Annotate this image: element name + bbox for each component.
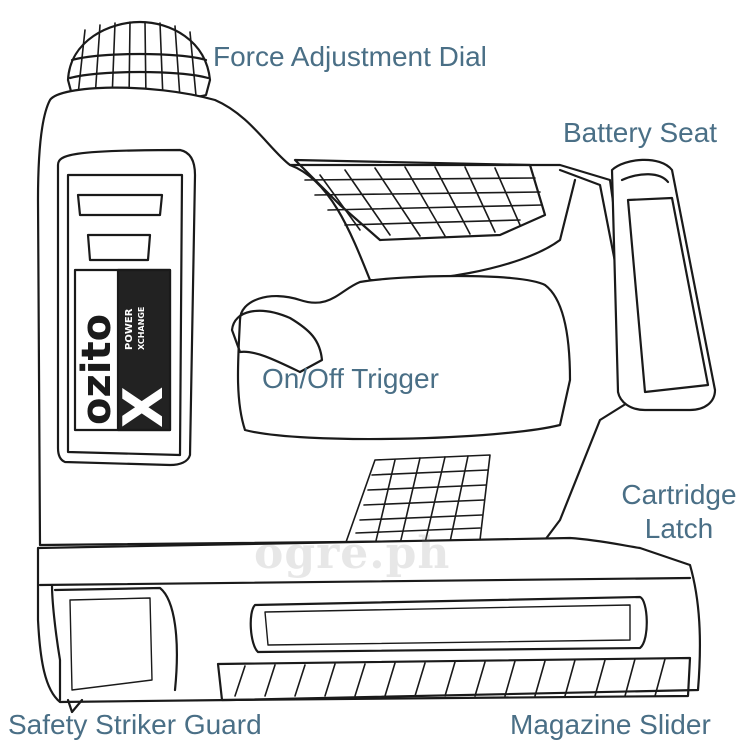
label-safety-striker-guard: Safety Striker Guard — [8, 709, 262, 740]
magazine-drawing — [36, 536, 702, 714]
force-dial-drawing — [66, 20, 212, 102]
battery-drawing — [610, 158, 717, 412]
label-battery-seat: Battery Seat — [563, 117, 718, 148]
upper-housing-drawing — [36, 86, 642, 547]
brand-mark: X — [112, 386, 175, 428]
brand-logo: ozito X POWER XCHANGE — [74, 307, 175, 428]
label-cartridge-latch: Cartridge Latch — [621, 479, 737, 544]
watermark: ogre.ph — [254, 528, 451, 579]
brand-line-2: XCHANGE — [137, 307, 146, 350]
brand-name: ozito — [74, 314, 120, 425]
label-magazine-slider: Magazine Slider — [510, 709, 711, 740]
label-on-off-trigger: On/Off Trigger — [262, 363, 439, 394]
brand-line-1: POWER — [124, 308, 135, 350]
label-force-adjustment-dial: Force Adjustment Dial — [213, 41, 487, 72]
